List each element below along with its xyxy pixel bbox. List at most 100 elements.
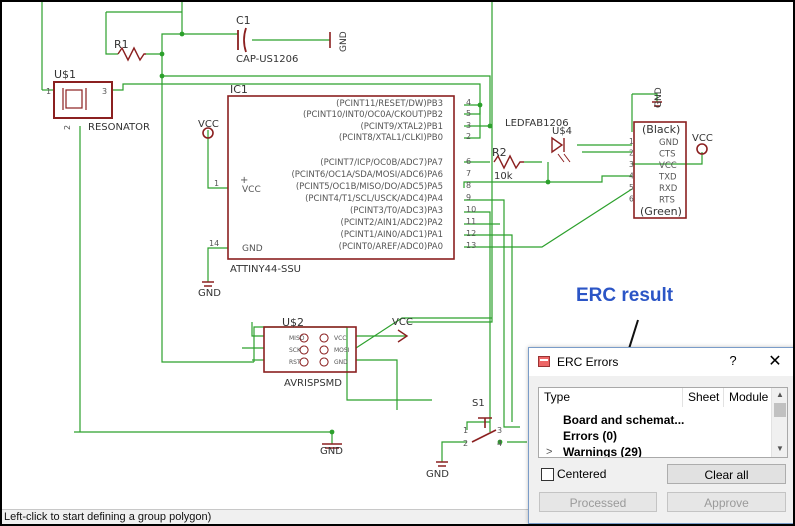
ftdi-pin-number: 5 xyxy=(629,183,634,192)
wire xyxy=(356,359,398,410)
ic1-pin-label: (PCINT2/AIN1/ADC2)PA2 xyxy=(341,218,443,228)
chevron-right-icon[interactable]: > xyxy=(546,446,553,458)
s1-pin-4: 4 xyxy=(497,439,502,448)
isp-name: U$2 xyxy=(282,316,304,329)
junction xyxy=(497,439,503,445)
vertical-scrollbar[interactable]: ▲ ▼ xyxy=(771,388,787,457)
junction-dots xyxy=(159,31,551,445)
r1-zigzag xyxy=(117,46,146,62)
wire xyxy=(253,326,347,362)
close-button[interactable]: ✕ xyxy=(768,353,782,370)
isp-header-body xyxy=(263,326,357,373)
erc-errors-dialog[interactable]: ERC Errors ? ✕ Type Sheet Module Board a… xyxy=(528,347,793,524)
centered-checkbox[interactable] xyxy=(541,468,554,481)
column-header-type[interactable]: Type xyxy=(539,388,683,407)
ic1-pin-number: 8 xyxy=(466,181,471,190)
wire xyxy=(207,130,228,189)
r1-name: R1 xyxy=(114,38,129,51)
ic1-pin-number: 2 xyxy=(466,132,471,141)
gnd-label-s1: GND xyxy=(426,469,449,480)
wire xyxy=(466,421,490,430)
column-header-module[interactable]: Module xyxy=(729,390,769,404)
status-text: Left-click to start defining a group pol… xyxy=(4,511,212,523)
wire xyxy=(441,441,467,462)
tree-item-errors[interactable]: Errors (0) xyxy=(563,429,618,443)
resonator-name: U$1 xyxy=(54,68,76,81)
c1-plates xyxy=(237,27,247,53)
plus-sign: + xyxy=(240,175,248,186)
wire xyxy=(112,83,481,139)
c1-name: C1 xyxy=(236,14,251,27)
ftdi-top-label: (Black) xyxy=(642,123,680,136)
junction xyxy=(545,179,551,185)
ic1-pin-vcc: VCC xyxy=(242,185,261,195)
isp-pads xyxy=(299,333,329,367)
ic1-pin-number: 4 xyxy=(466,98,471,107)
ic1-pin-vcc-num: 1 xyxy=(214,179,219,188)
part-symbols xyxy=(53,27,708,467)
r2-zigzag xyxy=(493,154,524,170)
dialog-titlebar[interactable]: ERC Errors ? ✕ xyxy=(529,348,793,376)
ic1-pin-label: (PCINT1/AIN0/ADC1)PA1 xyxy=(341,230,443,240)
ftdi-pin-label: RXD xyxy=(659,184,678,194)
wire xyxy=(464,104,481,115)
s1-switch xyxy=(471,417,497,443)
vcc-ftdi-circle xyxy=(696,143,708,155)
wire xyxy=(464,211,491,432)
ic1-pin-label: (PCINT3/T0/ADC3)PA3 xyxy=(350,206,443,216)
ic1-name: IC1 xyxy=(230,83,248,96)
vcc-label-isp: VCC xyxy=(392,317,413,328)
led-body xyxy=(551,136,565,154)
resonator-crystal xyxy=(65,89,83,109)
ftdi-pin-label: GND xyxy=(659,138,679,148)
vcc-label-ic: VCC xyxy=(198,119,219,130)
isp-value: AVRISPSMD xyxy=(284,378,342,389)
isp-pin-gnd: GND xyxy=(334,359,348,366)
help-button[interactable]: ? xyxy=(729,353,737,368)
ic1-pin-number: 11 xyxy=(466,217,476,226)
approve-button[interactable]: Approve xyxy=(667,492,786,512)
junction xyxy=(477,102,483,108)
ftdi-pin-label: VCC xyxy=(659,161,677,171)
erc-result-callout: ERC result xyxy=(576,285,674,306)
r2-value: 10k xyxy=(494,171,513,182)
gnd-label-ftdi: GND xyxy=(654,87,664,108)
junction xyxy=(159,51,165,57)
led-ref: U$4 xyxy=(552,126,572,137)
ftdi-pin-label: RTS xyxy=(659,196,675,206)
ftdi-pin-number: 1 xyxy=(629,137,634,146)
ic1-pin-gnd: GND xyxy=(242,244,263,254)
column-header-sheet[interactable]: Sheet xyxy=(683,388,724,407)
isp-pin-rst: RST xyxy=(289,359,301,366)
resonator-value: RESONATOR xyxy=(88,122,150,133)
vcc-arrow xyxy=(397,329,409,343)
resonator-plates xyxy=(62,88,87,110)
isp-pin-miso: MISO xyxy=(289,335,305,342)
junction xyxy=(179,31,185,37)
dialog-title: ERC Errors xyxy=(557,355,619,369)
vcc-ic-circle xyxy=(202,127,214,139)
resonator-pin-3: 3 xyxy=(102,87,107,96)
clear-all-button[interactable]: Clear all xyxy=(667,464,786,484)
scroll-up-icon[interactable]: ▲ xyxy=(776,390,784,399)
c1-value: CAP-US1206 xyxy=(236,54,298,65)
wire xyxy=(161,76,254,363)
scrollbar-thumb[interactable] xyxy=(774,403,786,417)
gnd-label-ic: GND xyxy=(198,288,221,299)
ftdi-bottom-label: (Green) xyxy=(640,205,682,218)
erc-results-tree[interactable]: Type Sheet Module Board and schemat... E… xyxy=(538,387,788,458)
wire xyxy=(632,152,703,165)
ic1-pin-gnd-num: 14 xyxy=(209,239,219,248)
processed-button[interactable]: Processed xyxy=(539,492,657,512)
tree-item-board-schematic[interactable]: Board and schemat... xyxy=(563,413,685,427)
ic1-pin-label: (PCINT5/OC1B/MISO/DO/ADC5)PA5 xyxy=(296,182,443,192)
ic1-pin-label: (PCINT0/AREF/ADC0)PA0 xyxy=(339,242,443,252)
ic1-pin-label: (PCINT10/INT0/OC0A/CKOUT)PB2 xyxy=(303,110,443,120)
wire xyxy=(105,12,118,55)
tree-item-warnings[interactable]: Warnings (29) xyxy=(563,445,642,458)
ic1-pin-number: 5 xyxy=(466,109,471,118)
scroll-down-icon[interactable]: ▼ xyxy=(776,444,784,453)
isp-pin-sck: SCK xyxy=(289,347,302,354)
